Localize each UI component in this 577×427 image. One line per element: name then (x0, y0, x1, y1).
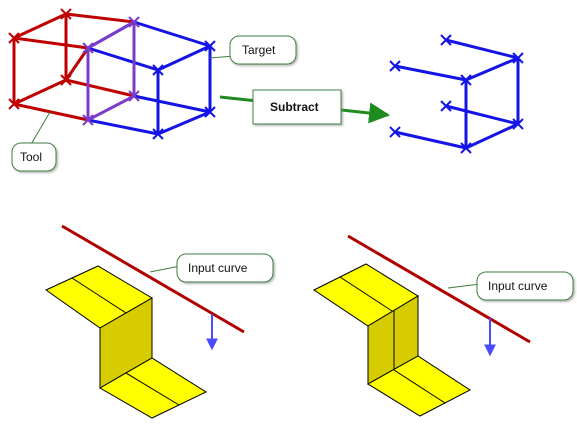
sheet-part-left (45, 265, 208, 419)
input-curve-label-right: Input curve (488, 279, 548, 293)
overlap-region-wireframe (86, 20, 136, 122)
sheet-part-right (313, 263, 471, 417)
subtract-arrow: Subtract (219, 89, 391, 125)
tool-label: Tool (20, 150, 42, 164)
result-vertex-markers (389, 34, 524, 154)
vertex-markers-left (8, 8, 216, 140)
tool-box-wireframe (12, 12, 135, 122)
input-curve-callout-right: Input curve (447, 271, 574, 301)
input-curve-right (347, 234, 531, 357)
input-curve-callout-left: Input curve (149, 253, 274, 283)
input-curve-label-left: Input curve (188, 261, 248, 275)
target-label: Target (242, 43, 276, 57)
target-callout: Target (209, 35, 297, 65)
result-wireframe (394, 38, 520, 150)
subtract-label: Subtract (270, 100, 319, 114)
input-curve-left (61, 224, 245, 351)
tool-callout: Tool (11, 111, 57, 172)
